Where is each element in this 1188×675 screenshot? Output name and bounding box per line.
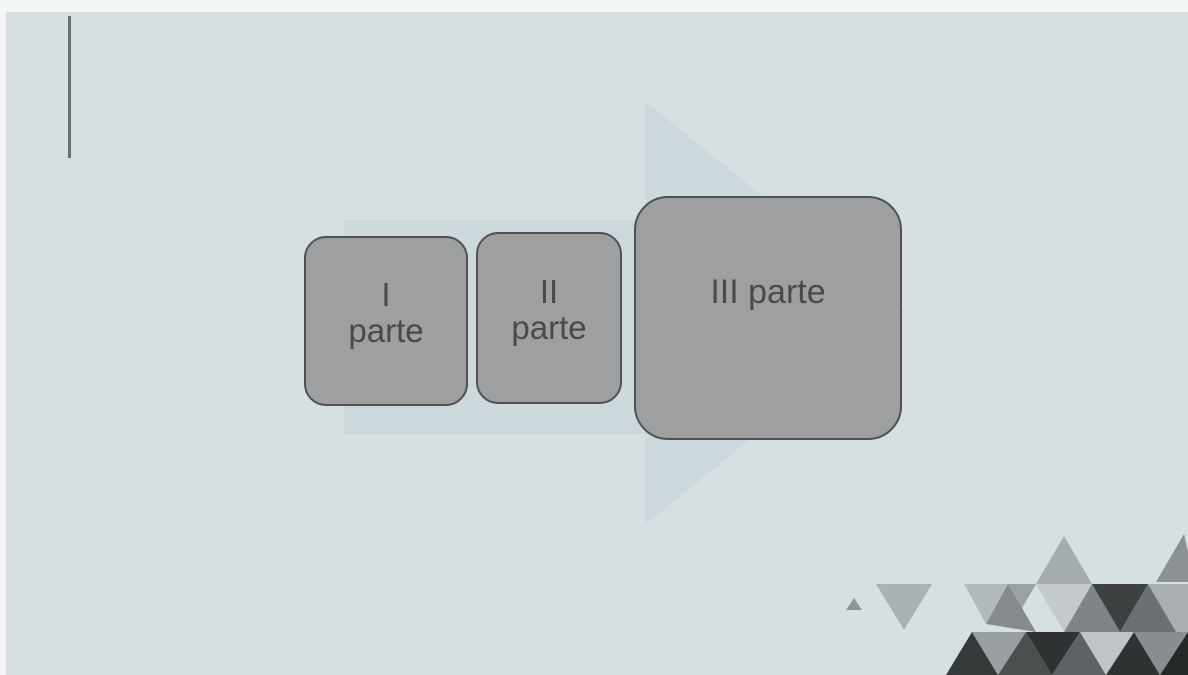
slide: I parte II parte III parte [6,12,1188,675]
decorative-triangle-pattern [6,12,1188,675]
